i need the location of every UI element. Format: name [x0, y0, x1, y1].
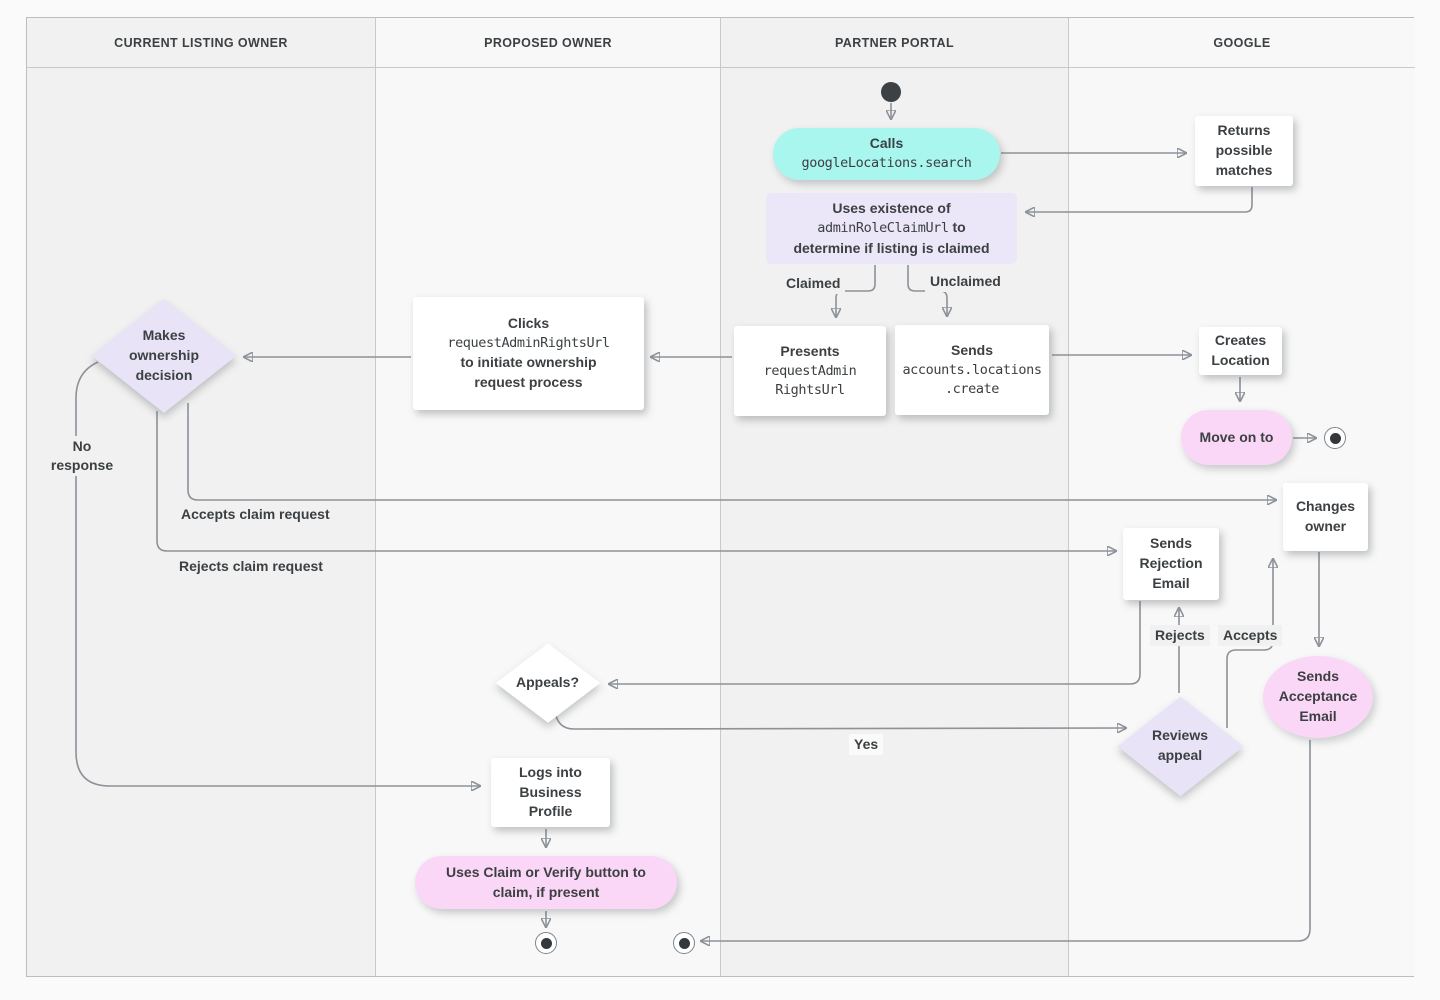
- label-yes: Yes: [849, 734, 884, 755]
- edge-claimed-to-presents: [836, 265, 876, 317]
- node-appeals-decision: Appeals?: [495, 643, 600, 723]
- lane-header-partner-portal: PARTNER PORTAL: [721, 18, 1068, 68]
- end-node-inner-dot: [678, 937, 690, 949]
- end-node-claim: [535, 932, 557, 954]
- node-presents-requestadminrightsurl: Presents requestAdmin RightsUrl: [734, 326, 886, 416]
- label-no-response: No response: [41, 436, 123, 476]
- label-rejects-claim-request: Rejects claim request: [174, 556, 328, 577]
- lane-header-current-listing-owner: CURRENT LISTING OWNER: [27, 18, 375, 68]
- end-node-inner-dot: [1329, 432, 1341, 444]
- label-claimed: Claimed: [781, 273, 846, 294]
- node-creates-location: Creates Location: [1199, 327, 1282, 375]
- edge-accepts-claim-to-changes-owner: [187, 403, 1276, 500]
- label-accepts: Accepts: [1218, 625, 1283, 646]
- node-move-on-to: Move on to: [1181, 410, 1292, 465]
- node-returns-possible-matches: Returns possible matches: [1195, 116, 1293, 186]
- node-makes-ownership-decision: Makes ownership decision: [91, 299, 237, 413]
- end-node-create: [1324, 427, 1346, 449]
- node-calls-googlelocations-search: Calls googleLocations.search: [773, 128, 1000, 180]
- node-reviews-appeal: Reviews appeal: [1117, 696, 1243, 796]
- node-uses-existence-adminroleclaimurl: Uses existence of adminRoleClaimUrl to d…: [766, 193, 1017, 264]
- node-sends-accounts-locations-create: Sends accounts.locations .create: [895, 325, 1049, 415]
- edge-rejects-claim-to-rejection-email: [156, 411, 1116, 551]
- label-unclaimed: Unclaimed: [925, 271, 1006, 292]
- edge-yes-to-reviews-appeal: [555, 715, 1126, 729]
- node-uses-claim-or-verify-button: Uses Claim or Verify button to claim, if…: [415, 856, 677, 909]
- lane-header-proposed-owner: PROPOSED OWNER: [376, 18, 720, 68]
- node-sends-rejection-email: Sends Rejection Email: [1123, 528, 1219, 600]
- node-logs-into-business-profile: Logs into Business Profile: [491, 758, 610, 827]
- start-node: [881, 82, 901, 102]
- edge-no-response-to-logs: [75, 361, 480, 786]
- lane-current-listing-owner: CURRENT LISTING OWNER: [27, 18, 375, 976]
- lane-header-google: GOOGLE: [1069, 18, 1415, 68]
- node-sends-acceptance-email: Sends Acceptance Email: [1263, 656, 1373, 738]
- edge-returns-to-uses: [1026, 187, 1253, 212]
- end-node-inner-dot: [540, 937, 552, 949]
- label-rejects: Rejects: [1150, 625, 1210, 646]
- node-changes-owner: Changes owner: [1283, 483, 1368, 551]
- edge-rejection-to-appeals: [609, 601, 1141, 684]
- edge-acceptance-to-end: [701, 740, 1311, 941]
- end-node-acceptance: [673, 932, 695, 954]
- label-accepts-claim-request: Accepts claim request: [176, 504, 335, 525]
- node-clicks-requestadminrightsurl: Clicks requestAdminRightsUrl to initiate…: [413, 297, 644, 410]
